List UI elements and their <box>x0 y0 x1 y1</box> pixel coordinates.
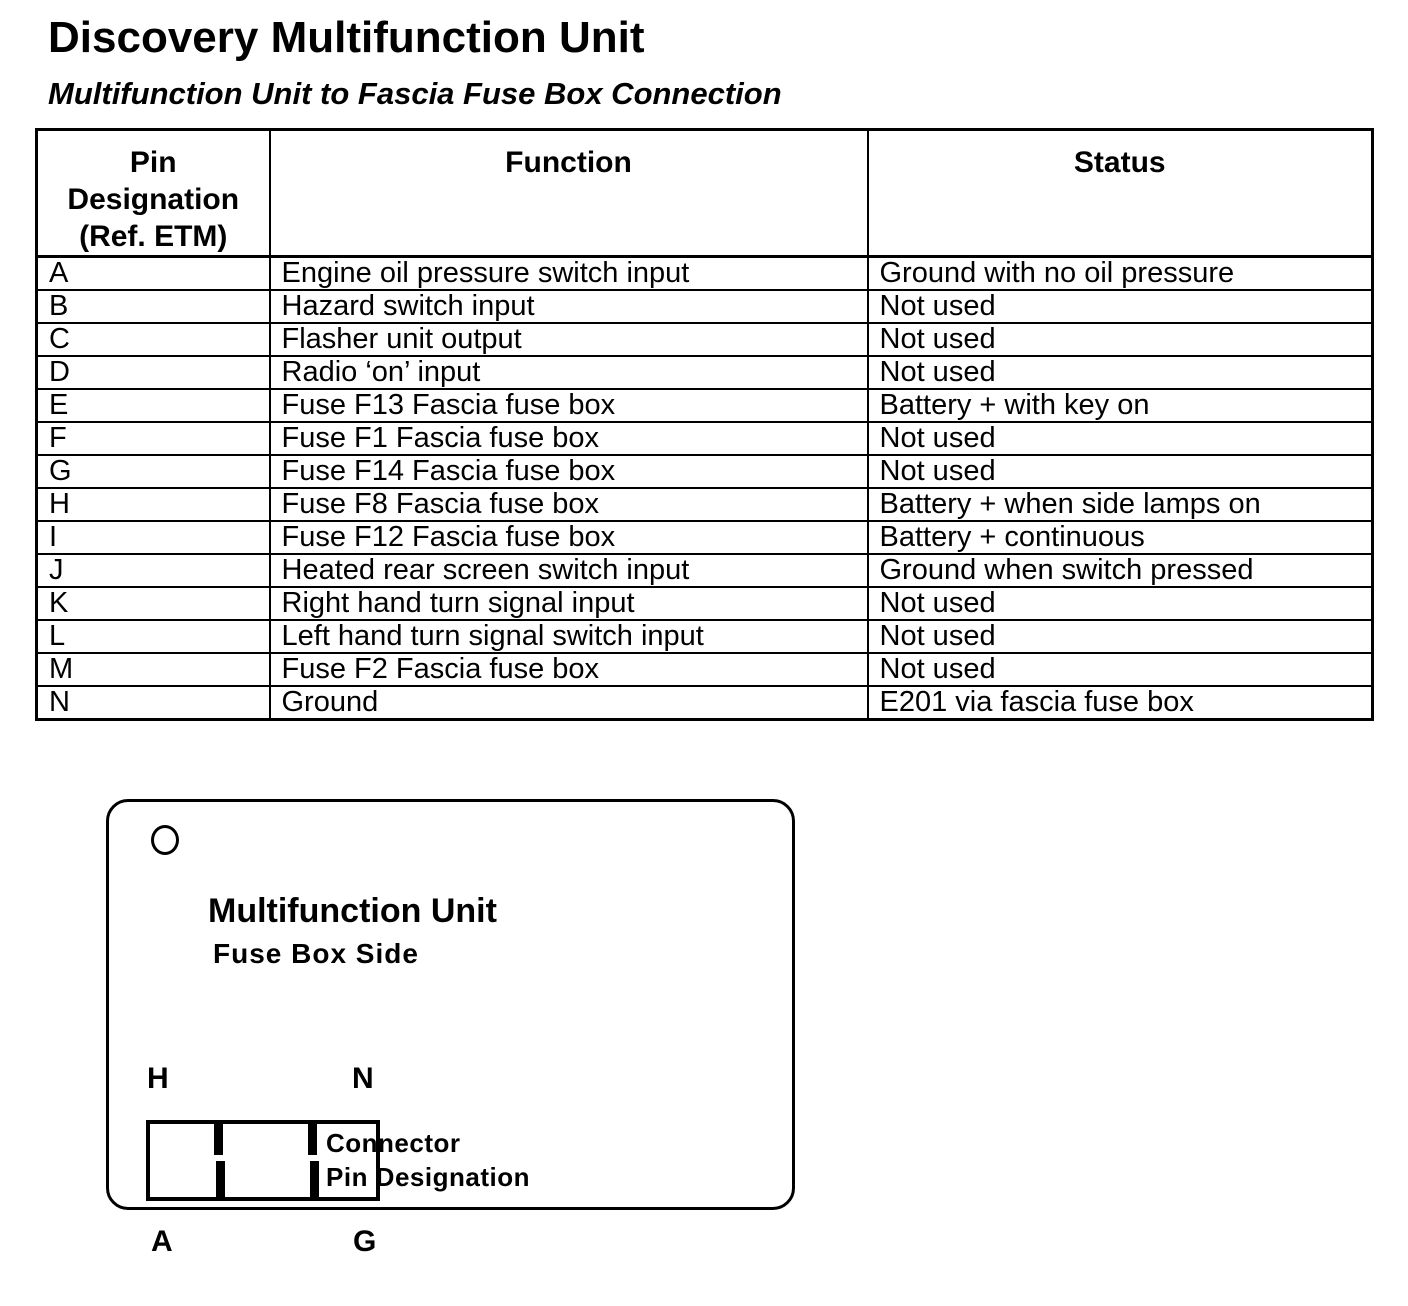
pin-label-a: A <box>151 1225 173 1258</box>
cell-status: Not used <box>866 289 1374 324</box>
cell-function: Fuse F8 Fascia fuse box <box>268 487 869 522</box>
table-header-row: Pin Designation (Ref. ETM) Function Stat… <box>35 128 1374 258</box>
cell-function: Fuse F2 Fascia fuse box <box>268 652 869 687</box>
cell-status: Ground when switch pressed <box>866 553 1374 588</box>
cell-pin: A <box>35 255 271 291</box>
cell-function: Radio ‘on’ input <box>268 355 869 390</box>
pin-connection-table: Pin Designation (Ref. ETM) Function Stat… <box>35 128 1374 721</box>
cell-function: Engine oil pressure switch input <box>268 255 869 291</box>
pin-slot-icon <box>216 1161 225 1197</box>
cell-function: Hazard switch input <box>268 289 869 324</box>
cell-function: Fuse F14 Fascia fuse box <box>268 454 869 489</box>
cell-pin: L <box>35 619 271 654</box>
cell-status: Not used <box>866 586 1374 621</box>
cell-pin: H <box>35 487 271 522</box>
cell-status: Ground with no oil pressure <box>866 255 1374 291</box>
page-title: Discovery Multifunction Unit <box>48 13 645 62</box>
cell-pin: C <box>35 322 271 357</box>
pin-slot-icon <box>310 1161 319 1197</box>
cell-function: Flasher unit output <box>268 322 869 357</box>
diagram-side-label: Fuse Box Side <box>213 938 419 969</box>
cell-status: Not used <box>866 454 1374 489</box>
mounting-hole-icon <box>151 825 179 855</box>
cell-pin: M <box>35 652 271 687</box>
cell-pin: D <box>35 355 271 390</box>
cell-status: Battery + with key on <box>866 388 1374 423</box>
section-subtitle: Multifunction Unit to Fascia Fuse Box Co… <box>48 76 782 111</box>
cell-status: E201 via fascia fuse box <box>866 685 1374 721</box>
cell-pin: J <box>35 553 271 588</box>
pin-label-n: N <box>352 1062 374 1095</box>
cell-pin: F <box>35 421 271 456</box>
cell-function: Fuse F12 Fascia fuse box <box>268 520 869 555</box>
cell-function: Right hand turn signal input <box>268 586 869 621</box>
column-header-pin-designation: Pin Designation (Ref. ETM) <box>35 128 271 258</box>
cell-status: Not used <box>866 619 1374 654</box>
cell-pin: N <box>35 685 271 721</box>
pin-slot-icon <box>308 1124 317 1155</box>
cell-status: Not used <box>866 322 1374 357</box>
connector-caption-line1: Connector <box>326 1128 461 1158</box>
cell-pin: B <box>35 289 271 324</box>
cell-status: Not used <box>866 421 1374 456</box>
cell-status: Not used <box>866 652 1374 687</box>
cell-status: Battery + continuous <box>866 520 1374 555</box>
cell-function: Fuse F13 Fascia fuse box <box>268 388 869 423</box>
pin-slot-icon <box>214 1124 223 1155</box>
cell-pin: K <box>35 586 271 621</box>
cell-status: Not used <box>866 355 1374 390</box>
column-header-function: Function <box>268 128 869 258</box>
cell-pin: I <box>35 520 271 555</box>
connector-caption-line2: Pin Designation <box>326 1162 530 1192</box>
diagram-unit-label: Multifunction Unit <box>208 892 497 930</box>
connector-outline <box>146 1120 380 1201</box>
column-header-status: Status <box>866 128 1374 258</box>
cell-status: Battery + when side lamps on <box>866 487 1374 522</box>
cell-function: Left hand turn signal switch input <box>268 619 869 654</box>
cell-function: Ground <box>268 685 869 721</box>
connector-caption: Connector Pin Designation <box>326 1126 530 1194</box>
pin-label-g: G <box>353 1225 377 1258</box>
cell-pin: E <box>35 388 271 423</box>
cell-function: Fuse F1 Fascia fuse box <box>268 421 869 456</box>
pin-label-h: H <box>147 1062 169 1095</box>
multifunction-unit-diagram: Multifunction Unit Fuse Box Side H N Con… <box>106 799 795 1257</box>
cell-pin: G <box>35 454 271 489</box>
cell-function: Heated rear screen switch input <box>268 553 869 588</box>
